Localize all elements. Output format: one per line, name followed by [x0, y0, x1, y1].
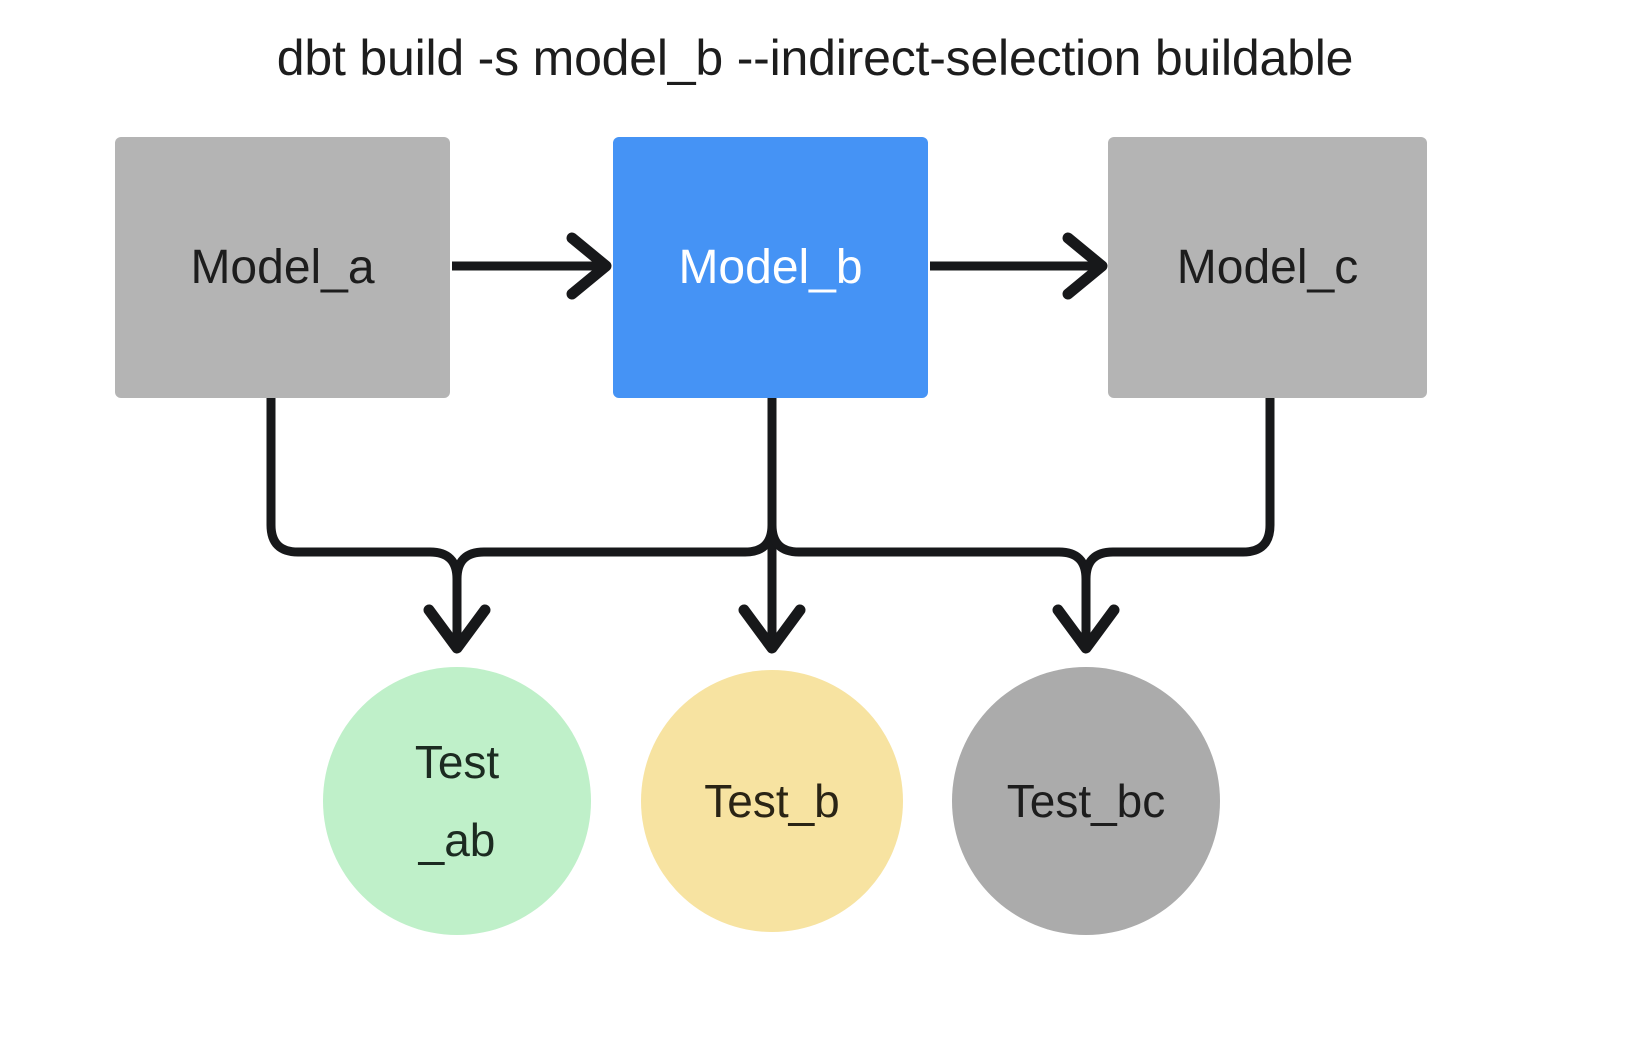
node-test-ab-label: Test _ab — [414, 736, 500, 866]
node-test-bc-label: Test_bc — [1006, 775, 1166, 827]
node-model-a-label: Model_a — [190, 240, 375, 294]
edge-model-a-to-model-b — [452, 232, 612, 300]
node-model-c-label: Model_c — [1176, 240, 1359, 294]
node-test-b-label: Test_b — [704, 775, 840, 827]
node-model-c[interactable]: Model_c — [1108, 137, 1427, 398]
node-test-bc[interactable]: Test_bc — [952, 667, 1220, 935]
edge-model-b-to-model-c — [930, 232, 1108, 300]
node-model-b[interactable]: Model_b — [613, 137, 928, 398]
node-model-a[interactable]: Model_a — [115, 137, 450, 398]
edge-model-c-to-test-bc — [1052, 398, 1275, 654]
edge-model-a-to-test-ab — [266, 398, 491, 654]
node-model-b-label: Model_b — [678, 240, 863, 294]
edge-model-b-to-test-b — [738, 398, 806, 654]
edge-model-b-to-test-ab — [452, 398, 777, 640]
diagram-title: dbt build -s model_b --indirect-selectio… — [276, 30, 1354, 86]
edge-model-b-to-test-bc — [767, 398, 1091, 640]
node-test-ab[interactable]: Test _ab — [323, 667, 591, 935]
node-test-b[interactable]: Test_b — [641, 670, 903, 932]
